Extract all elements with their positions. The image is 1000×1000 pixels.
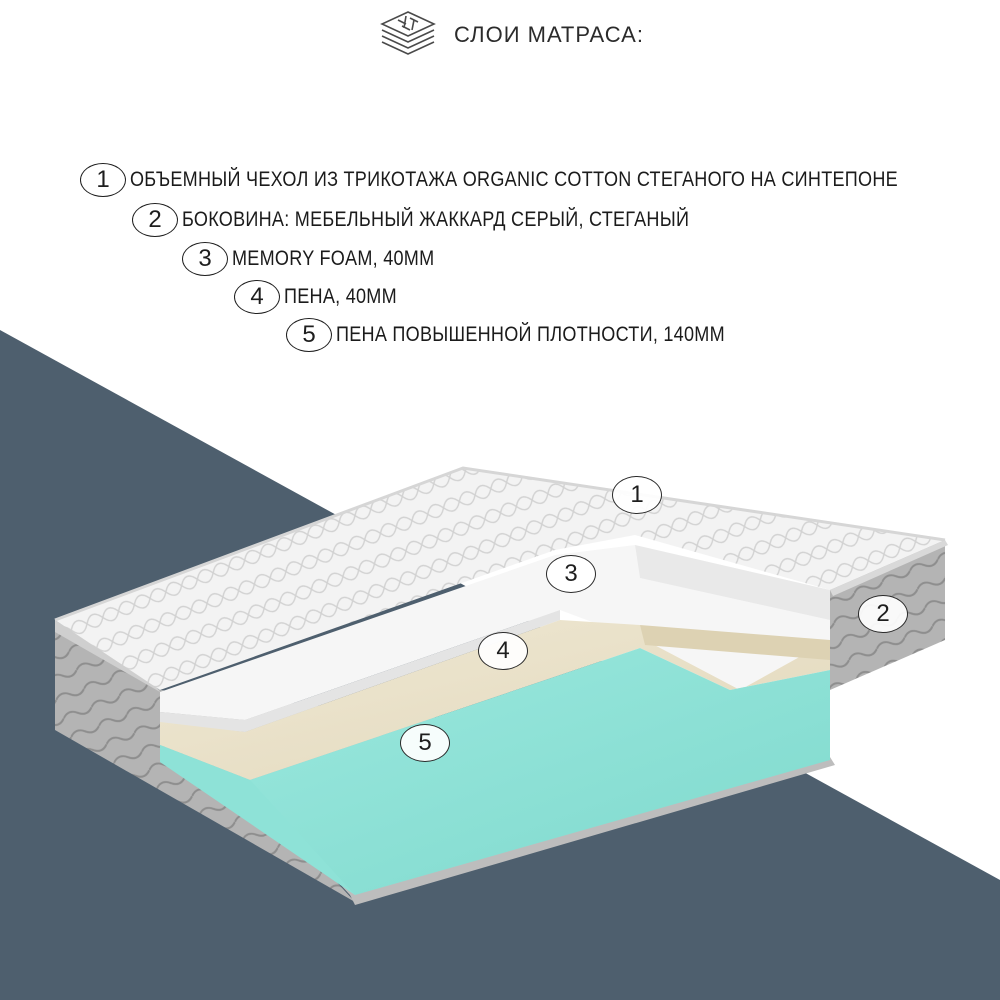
layers-icon bbox=[380, 11, 436, 55]
legend-number: 3 bbox=[182, 242, 228, 276]
legend-label: ПЕНА, 40ММ bbox=[284, 285, 397, 308]
page-title: СЛОИ МАТРАСА: bbox=[454, 22, 644, 47]
mattress-top bbox=[55, 468, 945, 690]
legend-label: MEMORY FOAM, 40ММ bbox=[232, 247, 435, 270]
callout-2: 2 bbox=[858, 595, 908, 633]
legend-label: ПЕНА ПОВЫШЕННОЙ ПЛОТНОСТИ, 140ММ bbox=[336, 323, 725, 346]
callout-5: 5 bbox=[400, 724, 450, 762]
legend-label: БОКОВИНА: МЕБЕЛЬНЫЙ ЖАККАРД СЕРЫЙ, СТЕГА… bbox=[182, 208, 690, 231]
legend-number: 1 bbox=[80, 163, 126, 197]
legend-number: 5 bbox=[286, 318, 332, 352]
legend-item-5: 5 ПЕНА ПОВЫШЕННОЙ ПЛОТНОСТИ, 140ММ bbox=[286, 318, 788, 352]
legend-item-2: 2 БОКОВИНА: МЕБЕЛЬНЫЙ ЖАККАРД СЕРЫЙ, СТЕ… bbox=[132, 203, 772, 237]
layer-high-density-foam bbox=[160, 648, 830, 895]
legend-number: 4 bbox=[234, 280, 280, 314]
legend-item-1: 1 ОБЪЕМНЫЙ ЧЕХОЛ ИЗ ТРИКОТАЖА ORGANIC CO… bbox=[80, 163, 1000, 197]
callout-3: 3 bbox=[546, 555, 596, 593]
header: СЛОИ МАТРАСА: bbox=[376, 6, 644, 64]
legend-number: 2 bbox=[132, 203, 178, 237]
layer-foam bbox=[160, 620, 830, 780]
legend-item-4: 4 ПЕНА, 40ММ bbox=[234, 280, 415, 314]
legend-item-3: 3 MEMORY FOAM, 40ММ bbox=[182, 242, 467, 276]
callout-1: 1 bbox=[612, 476, 662, 514]
legend-label: ОБЪЕМНЫЙ ЧЕХОЛ ИЗ ТРИКОТАЖА ORGANIC COTT… bbox=[130, 168, 898, 191]
callout-4: 4 bbox=[478, 632, 528, 670]
